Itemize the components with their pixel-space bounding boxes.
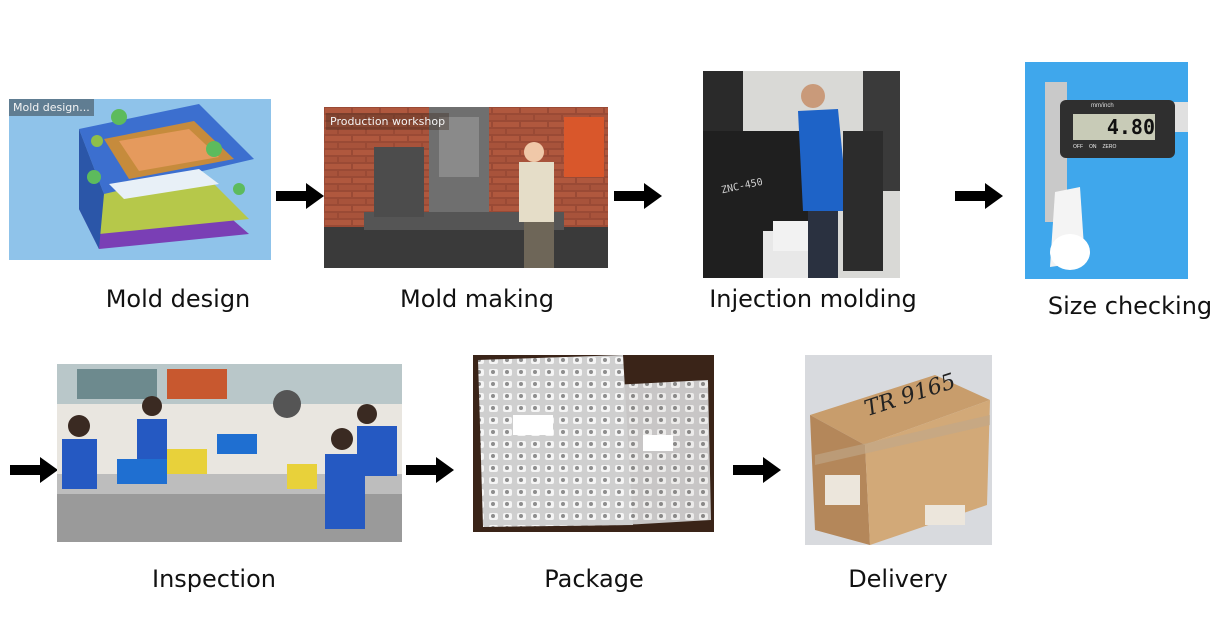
arrow-2 bbox=[614, 183, 662, 209]
caption-inspection: Inspection bbox=[152, 565, 276, 593]
arrow-4 bbox=[10, 457, 58, 483]
caliper-button-zero: ZERO bbox=[1102, 144, 1117, 150]
caliper-reading: 4.80 bbox=[1106, 115, 1155, 139]
mold-making-overlay-label: Production workshop bbox=[326, 113, 450, 130]
caliper-buttons: OFF ON ZERO bbox=[1073, 144, 1116, 150]
arrow-1-shape bbox=[276, 183, 324, 209]
size-checking-image: mm/inch 4.80 OFF ON ZERO bbox=[1025, 62, 1188, 279]
caption-injection-molding: Injection molding bbox=[709, 285, 917, 313]
caliper-unit-label: mm/inch bbox=[1091, 103, 1114, 109]
arrow-6 bbox=[733, 457, 781, 483]
arrow-2-shape bbox=[614, 183, 662, 209]
arrow-5-shape bbox=[406, 457, 454, 483]
mold-making-image: Production workshop bbox=[324, 107, 608, 268]
mold-design-overlay-label: Mold design... bbox=[9, 99, 94, 116]
caliper-button-off: OFF bbox=[1073, 144, 1083, 150]
arrow-3 bbox=[955, 183, 1003, 209]
caliper-button-on: ON bbox=[1089, 144, 1097, 150]
inspection-image bbox=[57, 364, 402, 542]
caption-size-checking: Size checking bbox=[1047, 292, 1213, 320]
caption-mold-making: Mold making bbox=[399, 285, 555, 313]
caption-mold-design: Mold design bbox=[105, 285, 251, 313]
caption-package: Package bbox=[544, 565, 644, 593]
arrow-1 bbox=[276, 183, 324, 209]
mold-design-image: Mold design... bbox=[9, 99, 271, 260]
arrow-3-shape bbox=[955, 183, 1003, 209]
arrow-4-shape bbox=[10, 457, 58, 483]
caption-delivery: Delivery bbox=[848, 565, 948, 593]
package-image bbox=[473, 355, 714, 532]
injection-molding-image: ZNC-450 bbox=[703, 71, 900, 278]
arrow-5 bbox=[406, 457, 454, 483]
delivery-image: TR 9165 bbox=[805, 355, 992, 545]
arrow-6-shape bbox=[733, 457, 781, 483]
